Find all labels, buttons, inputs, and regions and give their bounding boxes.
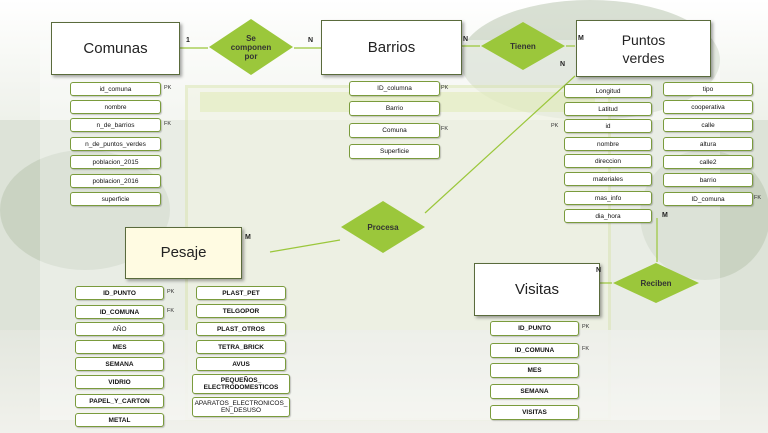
attr-punto: mas_info [564, 191, 652, 205]
relation-reciben: Reciben [612, 262, 700, 304]
attr-visita: ID_PUNTO [490, 321, 579, 336]
attr-pesaje: TETRA_BRICK [196, 340, 286, 354]
attr-pesaje: MES [75, 340, 164, 354]
attr-barrio: Superficie [349, 144, 440, 159]
attr-punto: calle [663, 118, 753, 132]
attr-comuna: id_comuna [70, 82, 161, 96]
relation-label: Procesa [367, 222, 399, 232]
cardinality-label: 1 [186, 37, 190, 44]
attr-pesaje: APARATOS_ELECTRONICOS_ EN_DESUSO [192, 397, 290, 417]
entity-barrios: Barrios [321, 20, 462, 75]
attr-punto: id [564, 119, 652, 133]
attr-comuna: poblacion_2016 [70, 174, 161, 188]
relation-procesa: Procesa [340, 200, 426, 254]
attr-punto: dia_hora [564, 209, 652, 223]
attr-pesaje: METAL [75, 413, 164, 427]
attr-comuna: n_de_barrios [70, 118, 161, 132]
attr-punto: altura [663, 137, 753, 151]
attr-comuna: poblacion_2015 [70, 155, 161, 169]
pk-label: PK [167, 289, 175, 295]
attr-punto: cooperativa [663, 100, 753, 114]
attr-punto: Latitud [564, 102, 652, 116]
pk-label: PK [441, 85, 449, 91]
attr-pesaje: PAPEL_Y_CARTON [75, 394, 164, 408]
attr-punto: barrio [663, 173, 753, 187]
attr-visita: SEMANA [490, 384, 579, 399]
attr-punto: tipo [663, 82, 753, 96]
relation-tienen: Tienen [480, 21, 566, 71]
attr-punto: Longitud [564, 84, 652, 98]
attr-barrio: Barrio [349, 101, 440, 116]
fk-label: FK [441, 126, 449, 132]
attr-pesaje: PLAST_PET [196, 286, 286, 300]
attr-pesaje: TELGOPOR [196, 304, 286, 318]
relation-label: Se componen por [230, 33, 272, 61]
relation-label: Tienen [510, 41, 536, 51]
attr-pesaje: AÑO [75, 322, 164, 336]
attr-punto: direccion [564, 154, 652, 168]
attr-punto: calle2 [663, 155, 753, 169]
attr-pesaje: VIDRIO [75, 375, 164, 389]
pk-label: PK [582, 324, 590, 330]
cardinality-label: N [308, 37, 314, 44]
attr-visita: VISITAS [490, 405, 579, 420]
attr-barrio: Comuna [349, 123, 440, 138]
attr-pesaje: SEMANA [75, 357, 164, 371]
attr-visita: ID_COMUNA [490, 343, 579, 358]
entity-pesaje: Pesaje [125, 227, 242, 279]
fk-label: FK [167, 308, 175, 314]
cardinality-label: M [662, 212, 668, 219]
pk-label: PK [551, 123, 559, 129]
attr-pesaje: ID_COMUNA [75, 305, 164, 319]
attr-pesaje: PEQUEÑOS_ ELECTRODOMESTICOS [192, 374, 290, 394]
attr-comuna: nombre [70, 100, 161, 114]
attr-comuna: n_de_puntos_verdes [70, 137, 161, 151]
cardinality-label: N [463, 36, 469, 43]
fk-label: FK [582, 346, 590, 352]
entity-comunas: Comunas [51, 22, 180, 75]
attr-comuna: superficie [70, 192, 161, 206]
attr-punto: ID_comuna [663, 192, 753, 206]
pk-label: PK [164, 85, 172, 91]
cardinality-label: M [245, 234, 251, 241]
cardinality-label: N [596, 267, 602, 274]
entity-visitas: Visitas [474, 263, 600, 316]
cardinality-label: M [578, 35, 584, 42]
relation-label: Reciben [640, 278, 672, 288]
attr-pesaje: PLAST_OTROS [196, 322, 286, 336]
fk-label: FK [754, 195, 762, 201]
fk-label: FK [164, 121, 172, 127]
entity-puntos-verdes: Puntos verdes [576, 20, 711, 77]
attr-barrio: ID_columna [349, 81, 440, 96]
attr-pesaje: AVUS [196, 357, 286, 371]
attr-visita: MES [490, 363, 579, 378]
cardinality-label: N [560, 61, 566, 68]
attr-punto: nombre [564, 137, 652, 151]
relation-se-componen-por: Se componen por [208, 18, 294, 76]
attr-pesaje: ID_PUNTO [75, 286, 164, 300]
attr-punto: materiales [564, 172, 652, 186]
